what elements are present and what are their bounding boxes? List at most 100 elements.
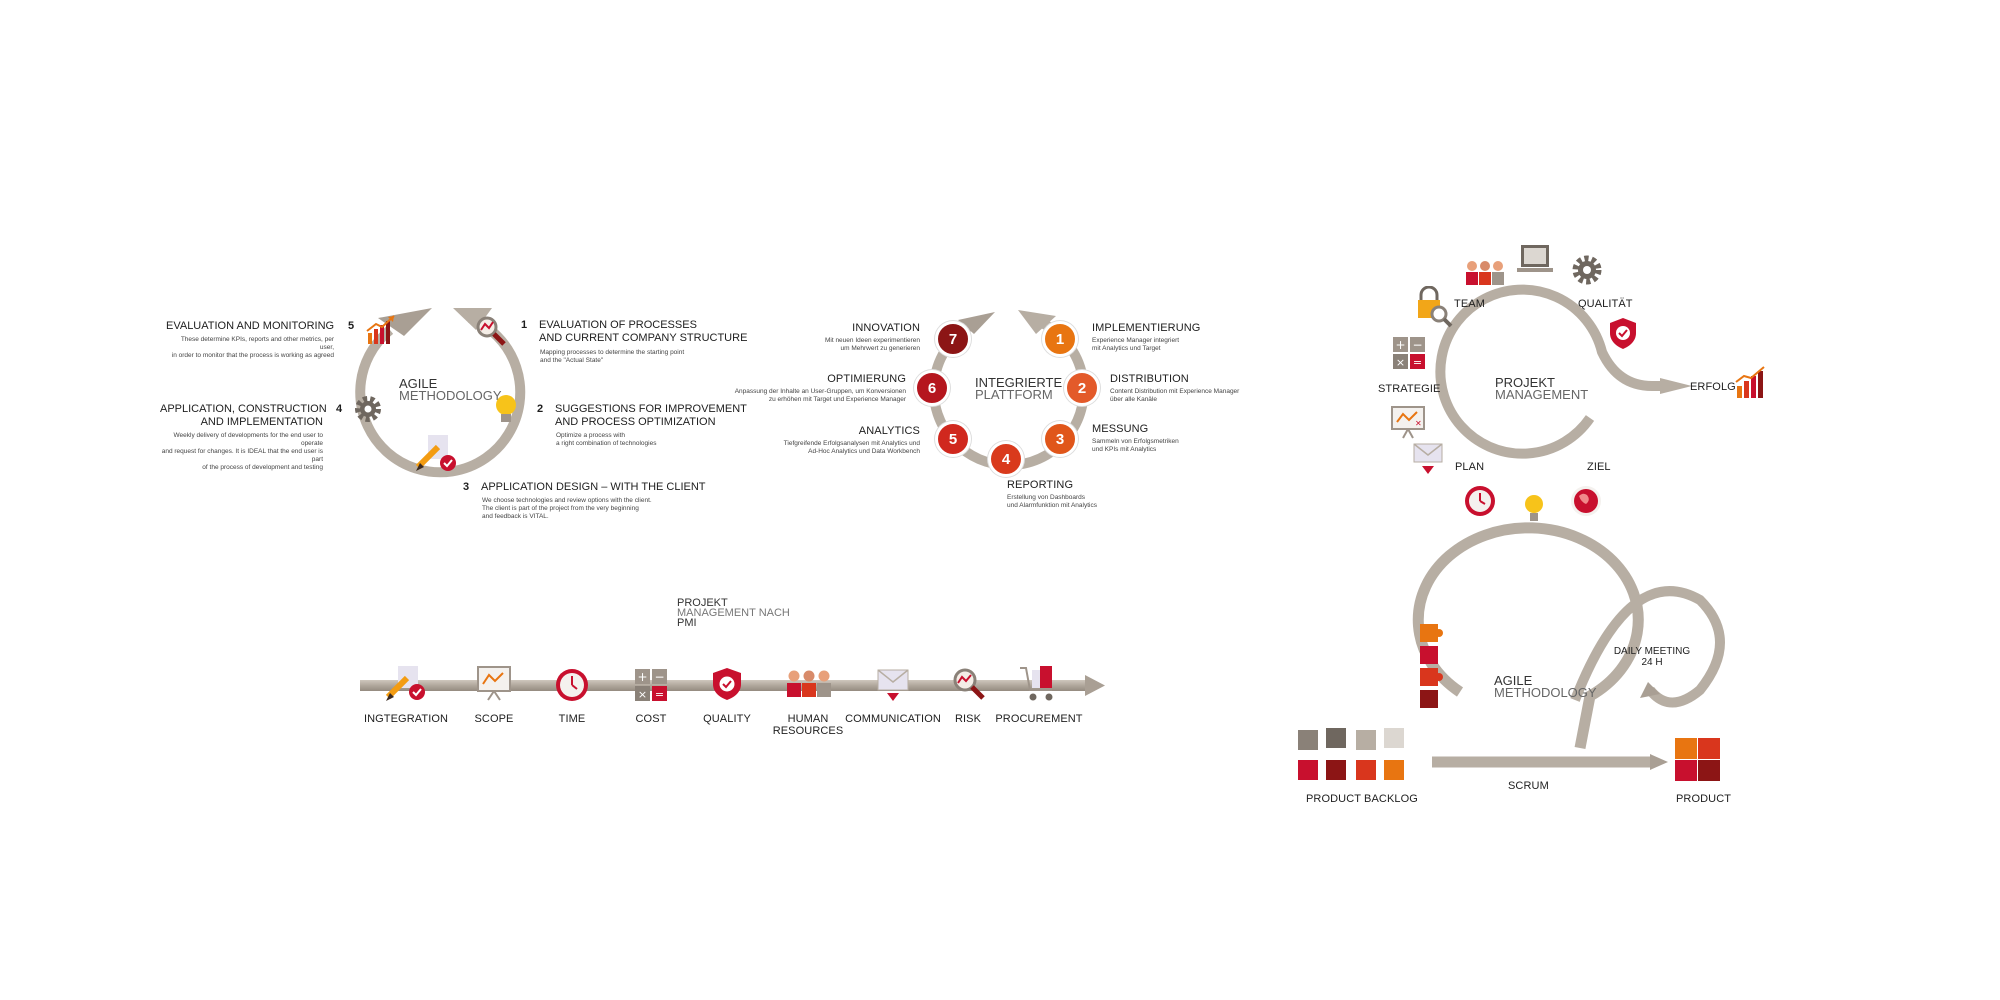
projekt-title-line1: PROJEKT xyxy=(1495,375,1555,390)
plattform-step-7-badge: 7 xyxy=(935,321,971,357)
plattform-step-1-desc: Experience Manager integriert mit Analyt… xyxy=(1092,337,1180,352)
agile-step-3-number: 3 xyxy=(463,481,470,493)
magnifier-icon xyxy=(476,316,506,346)
pmi-timeline-arrowhead xyxy=(1085,675,1105,696)
projekt-center-title: PROJEKT MANAGEMENT xyxy=(1495,375,1588,401)
plattform-step-2-badge: 2 xyxy=(1064,370,1100,406)
agile-step-4-title-line2: AND IMPLEMENTATION xyxy=(200,416,323,428)
plattform-step-3-title: MESSUNG xyxy=(1092,423,1149,435)
label-erfolg: ERFOLG xyxy=(1690,381,1736,393)
plattform-step-4-desc: Erstellung von Dashboards und Alarmfunkt… xyxy=(1007,494,1097,509)
plattform-step-2-title: DISTRIBUTION xyxy=(1110,373,1189,385)
plattform-step-3-badge: 3 xyxy=(1042,421,1078,457)
pmi-title-line2: MANAGEMENT NACH xyxy=(677,607,790,619)
agile-step-2-title-line1: SUGGESTIONS FOR IMPROVEMENT xyxy=(555,403,747,415)
scrum-daily-meeting: DAILY MEETING 24 H xyxy=(1612,646,1692,668)
pmi-label-cost: COST xyxy=(635,713,667,725)
projekt-spiral-arrow xyxy=(1435,284,1662,459)
pmi-title-line1: PROJEKT xyxy=(677,597,728,609)
pmi-label-risk: RISK xyxy=(954,713,982,725)
clock-icon xyxy=(1465,486,1495,516)
agile-step-4-number: 4 xyxy=(336,403,343,415)
label-qualitaet: QUALITÄT xyxy=(1578,298,1633,310)
bar-chart-up-icon xyxy=(366,315,395,344)
gear-icon xyxy=(1572,255,1602,285)
agile-step-2-number: 2 xyxy=(537,403,544,415)
svg-text:−: − xyxy=(1412,338,1422,352)
plattform-step-5-desc: Tiefgreifende Erfolgsanalysen mit Analyt… xyxy=(783,440,920,455)
daily-meeting-line2: 24 H xyxy=(1641,657,1663,668)
agile-step-5-number: 5 xyxy=(348,320,355,332)
pmi-label-scope: SCOPE xyxy=(474,713,514,725)
people-icon xyxy=(787,670,831,697)
puzzle-product-icon xyxy=(1675,738,1720,781)
laptop-icon xyxy=(1517,245,1553,272)
calculator-icon: + − × = xyxy=(1393,337,1425,369)
label-product: PRODUCT xyxy=(1676,793,1732,805)
svg-text:−: − xyxy=(654,670,664,684)
label-team: TEAM xyxy=(1454,298,1485,310)
plattform-center-title: INTEGRIERTE PLATTFORM xyxy=(975,376,1062,402)
plattform-step-4-title: REPORTING xyxy=(1007,479,1074,491)
svg-text:+: + xyxy=(1395,338,1405,352)
svg-text:✕: ✕ xyxy=(1415,419,1422,428)
plattform-step-5-badge: 5 xyxy=(935,421,971,457)
svg-text:×: × xyxy=(1396,356,1405,369)
bar-chart-up-icon xyxy=(1735,366,1765,398)
pmi-label-human-resources: HUMAN RESOURCES xyxy=(772,713,844,735)
agile-step-1-title-line2: AND CURRENT COMPANY STRUCTURE xyxy=(539,332,748,344)
plattform-step-2-desc: Content Distribution mit Experience Mana… xyxy=(1110,388,1240,403)
mail-icon xyxy=(877,669,909,701)
scrum-loop-arrow xyxy=(1412,522,1655,768)
label-strategie: STRATEGIE xyxy=(1378,383,1441,395)
pmi-label-time: TIME xyxy=(558,713,586,725)
agile-step-5-title: EVALUATION AND MONITORING xyxy=(166,320,335,332)
pmi-title-line3: PMI xyxy=(677,617,697,629)
agile-step-4-desc: Weekly delivery of developments for the … xyxy=(161,432,323,471)
gear-icon xyxy=(355,396,381,422)
pmi-title: PROJEKT MANAGEMENT NACH PMI xyxy=(677,597,790,629)
plattform-step-7-title: INNOVATION xyxy=(852,322,920,334)
agile-step-4-title: APPLICATION, CONSTRUCTION AND IMPLEMENTA… xyxy=(160,403,327,429)
plattform-step-6-badge: 6 xyxy=(914,370,950,406)
lightbulb-icon xyxy=(1525,495,1543,521)
padlock-magnifier-icon xyxy=(1418,286,1453,328)
plattform-title-line2: PLATTFORM xyxy=(975,387,1053,402)
puzzle-stack-icon xyxy=(1420,624,1443,708)
agile-step-4-title-line1: APPLICATION, CONSTRUCTION xyxy=(160,403,327,415)
clock-icon xyxy=(556,669,588,701)
puzzle-pieces-icon xyxy=(1298,728,1404,780)
scrum-arrowhead xyxy=(1650,754,1668,770)
agile-step-2-title-line2: AND PROCESS OPTIMIZATION xyxy=(555,416,716,428)
scrum-title-line1: AGILE xyxy=(1494,673,1533,688)
shield-check-icon xyxy=(713,668,741,700)
svg-text:+: + xyxy=(637,670,647,684)
plattform-arrowhead-right xyxy=(1018,310,1056,334)
plattform-step-6-title: OPTIMIERUNG xyxy=(827,373,906,385)
scrum-daily-loop xyxy=(1570,586,1725,708)
svg-text:×: × xyxy=(638,688,647,701)
agile-step-1-desc: Mapping processes to determine the start… xyxy=(540,349,685,364)
mail-download-icon xyxy=(1413,443,1443,474)
agile-step-2-desc: Optimize a process with a right combinat… xyxy=(556,432,657,447)
projekt-arrowhead xyxy=(1660,378,1692,394)
plattform-step-6-desc: Anpassung der Inhalte an User-Gruppen, u… xyxy=(734,388,906,403)
daily-meeting-line1: DAILY MEETING xyxy=(1613,646,1691,657)
agile-step-1-title: EVALUATION OF PROCESSES AND CURRENT COMP… xyxy=(539,319,747,345)
pmi-label-quality: QUALITY xyxy=(703,713,751,725)
plattform-step-7-desc: Mit neuen Ideen experimentieren um Mehrw… xyxy=(824,337,920,352)
agile-cycle-arrowhead-start xyxy=(453,308,492,330)
agile-step-3-desc: We choose technologies and review option… xyxy=(482,497,652,520)
plattform-step-1-title: IMPLEMENTIERUNG xyxy=(1092,322,1201,334)
agile-title-line1: AGILE xyxy=(399,376,438,391)
agile-step-1-title-line1: EVALUATION OF PROCESSES xyxy=(539,319,697,331)
plattform-arrowhead-left xyxy=(958,312,995,334)
svg-text:=: = xyxy=(1413,356,1422,369)
pencil-check-icon xyxy=(385,666,425,701)
scrum-title-line2: METHODOLOGY xyxy=(1494,685,1597,700)
calculator-icon: + − × = xyxy=(635,669,667,701)
agile-cycle-arrowhead-end xyxy=(378,308,432,336)
presentation-board-icon: ✕ xyxy=(1391,406,1425,439)
plattform-step-5-title: ANALYTICS xyxy=(858,425,920,437)
